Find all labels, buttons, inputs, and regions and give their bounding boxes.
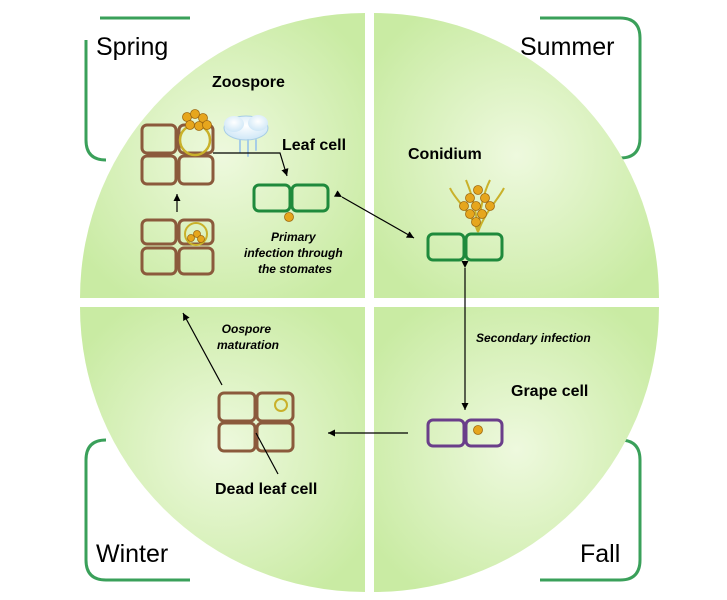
conidia-cluster [459,185,495,227]
arrow-leaf-summer [333,190,415,239]
frame-spring [84,16,190,162]
label-zoospore: Zoospore [212,74,285,91]
water-cloud-icon [223,115,269,157]
zoospore-cluster [182,109,212,131]
connector-zoospore-to-leafcell [213,152,289,177]
season-winter: Winter [96,540,168,568]
label-dead-leaf-cell: Dead leaf cell [215,481,317,498]
season-spring: Spring [96,33,168,61]
pointer-dead-leaf-cell [255,432,279,475]
season-fall: Fall [580,540,620,568]
corner-frames [84,16,642,582]
oospore-ring [184,222,208,246]
label-leaf-cell: Leaf cell [282,137,346,154]
oospore-spores [187,230,205,243]
label-conidium: Conidium [408,146,482,163]
quadrant-summer [374,13,659,298]
grape-cell [426,418,504,448]
frame-summer [540,16,642,160]
sporangium-cells [140,123,215,186]
leaf-zoospore [284,212,294,222]
note-primary-infection: Primary infection through the stomates [244,230,346,276]
dead-leaf-cell [217,391,295,453]
leaf-cell [252,183,330,213]
dead-leaf-oospore [274,398,288,412]
summer-leaf-cell [426,232,504,262]
grape-spore [473,425,483,435]
label-grape-cell: Grape cell [511,383,588,400]
note-oospore-maturation: Oospore maturation [217,322,279,352]
quadrant-fall [374,307,659,592]
season-summer: Summer [520,33,614,61]
quadrants [80,13,659,592]
quadrant-spring [80,13,365,298]
note-secondary-infection: Secondary infection [476,331,591,345]
frame-winter [84,438,190,582]
frame-fall [540,438,642,582]
arrow-winter-spring [182,312,223,386]
